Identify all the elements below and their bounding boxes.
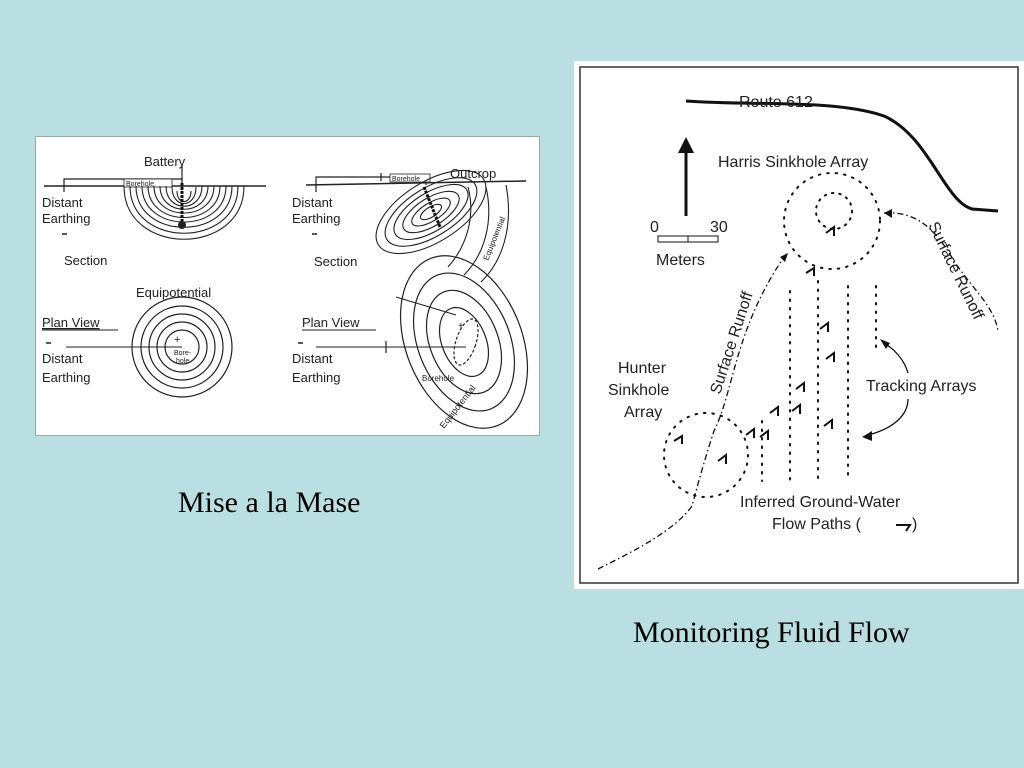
route-612-road <box>685 99 999 213</box>
inferred-label-2: Flow Paths ( <box>772 516 862 533</box>
plan-view-label: Plan View <box>42 315 100 330</box>
flow-path-legend-icon <box>896 524 912 532</box>
outcrop-label: Outcrop <box>450 166 496 181</box>
hunter-sinkhole-array <box>663 412 749 498</box>
hunter-label-3: Array <box>624 404 662 421</box>
harris-sinkhole-array <box>783 172 881 270</box>
hunter-label-1: Hunter <box>618 360 667 377</box>
bottom-left-plan-view: Plan View + Bore- hole Distant Earthing <box>42 296 233 398</box>
inferred-label-3: ) <box>912 516 917 533</box>
surface-runoff-left-label: Surface Runoff <box>708 289 757 396</box>
distant-label-2: Distant <box>292 195 333 210</box>
flow-path-arrows <box>673 225 835 464</box>
plus-sign-2: + <box>458 321 464 332</box>
plus-sign: + <box>174 334 180 346</box>
scale-max: 30 <box>710 219 728 236</box>
inferred-label-1: Inferred Ground-Water <box>740 494 901 511</box>
scale-bar: 0 30 Meters <box>650 219 728 269</box>
earthing-label-2: Earthing <box>292 211 340 226</box>
monitoring-fluid-flow-map: Route 612 0 30 Meters Harris Sinkhole Ar… <box>574 61 1024 589</box>
route-label: Route 612 <box>739 94 813 111</box>
caption-mise-a-la-mase: Mise a la Mase <box>178 486 361 519</box>
surface-runoff-right-label: Surface Runoff <box>924 219 986 323</box>
distant-label-4: Distant <box>292 351 333 366</box>
equipotential-label-3: Equipotential <box>438 383 478 430</box>
harris-label: Harris Sinkhole Array <box>718 154 868 171</box>
plan-view-label-2: Plan View <box>302 315 360 330</box>
borehole-label: Borehole <box>126 181 154 188</box>
distant-label: Distant <box>42 195 83 210</box>
equipotential-title: Equipotential <box>136 285 211 300</box>
earthing-label-3: Earthing <box>42 370 90 385</box>
earthing-label: Earthing <box>42 211 90 226</box>
battery-label: Battery <box>144 154 186 169</box>
tracking-array-lines <box>761 280 877 482</box>
tracking-arrays-label: Tracking Arrays <box>866 378 977 395</box>
earthing-label-4: Earthing <box>292 370 340 385</box>
borehole-label-2: Borehole <box>392 176 420 183</box>
borehole-label-5: Borehole <box>422 374 455 383</box>
caption-monitoring-fluid-flow: Monitoring Fluid Flow <box>633 616 910 649</box>
borehole-label-3: Bore- <box>174 350 192 357</box>
north-arrow-icon <box>678 137 694 216</box>
section-label: Section <box>64 253 107 268</box>
top-left-section-view: Borehole Battery Distant Earthing Sec <box>42 154 266 300</box>
mise-a-la-masse-diagram: Borehole Battery Distant Earthing Sec <box>35 136 540 436</box>
fluid-flow-svg: Route 612 0 30 Meters Harris Sinkhole Ar… <box>579 66 1019 584</box>
mise-a-la-masse-svg: Borehole Battery Distant Earthing Sec <box>42 154 529 430</box>
section-label-2: Section <box>314 254 357 269</box>
scale-min: 0 <box>650 219 659 236</box>
scale-unit: Meters <box>656 252 705 269</box>
hunter-label-2: Sinkhole <box>608 382 669 399</box>
distant-label-3: Distant <box>42 351 83 366</box>
top-right-section-view: Borehole Outcrop Equipotential Distant E… <box>292 166 527 283</box>
surface-runoff-paths <box>597 212 999 570</box>
borehole-label-4: hole <box>176 358 189 365</box>
